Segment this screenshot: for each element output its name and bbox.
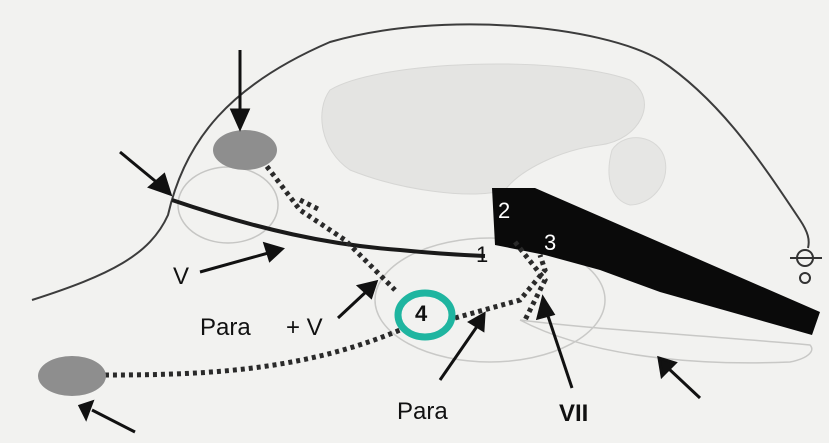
label-v: V: [173, 265, 189, 289]
ear-symbol: [790, 250, 822, 283]
label-para: Para: [397, 400, 448, 424]
right-shaded-region: [609, 138, 666, 205]
upper-shaded-region: [322, 64, 645, 194]
marker-2: 2: [498, 200, 510, 222]
upper-ganglion: [213, 130, 277, 170]
label-vii: VII: [559, 402, 588, 426]
marker-4: 4: [415, 303, 427, 325]
label-para-v-para: Para: [200, 316, 251, 340]
label-para-v-plus: + V: [286, 316, 323, 340]
lower-contour: [520, 320, 812, 363]
lower-ganglion: [38, 356, 106, 396]
marker-3: 3: [544, 232, 556, 254]
marker-1: 1: [476, 244, 488, 266]
